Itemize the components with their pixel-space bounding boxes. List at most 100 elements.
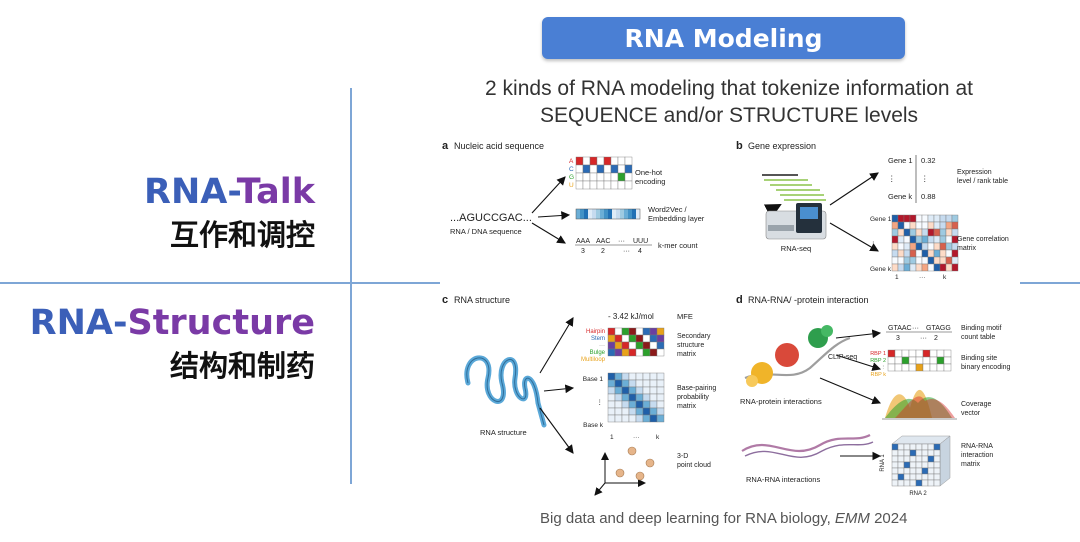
rbp-cell — [887, 349, 896, 358]
onehot-cell — [575, 156, 584, 166]
bp-cell — [628, 379, 637, 388]
bp-cell — [635, 393, 644, 402]
sequence-text: ...AGUCCGAC... — [450, 212, 532, 224]
rbp-cell — [943, 349, 952, 358]
kmer-count: 4 — [638, 248, 642, 255]
bp-cell — [628, 414, 637, 423]
rr-cell — [891, 479, 899, 487]
rr-matrix-label: RNA-RNA — [961, 443, 993, 450]
rr-cell — [933, 479, 941, 487]
rbp-label: binary encoding — [961, 364, 1011, 371]
bp-cell — [642, 407, 651, 416]
rr-cell — [927, 443, 935, 451]
rr-cell — [909, 461, 917, 469]
onehot-cell — [589, 156, 598, 166]
rbp-cell — [915, 356, 924, 365]
rr-cell — [921, 455, 929, 463]
correlation-cell — [897, 256, 905, 265]
onehot-cell — [582, 156, 591, 166]
correlation-cell — [915, 228, 923, 237]
rbp-cell — [908, 349, 917, 358]
motif-label: Binding motif — [961, 325, 1002, 332]
rbp-cell — [887, 363, 896, 372]
onehot-cell — [617, 164, 626, 174]
cube-y-label: RNA 1 — [880, 454, 886, 472]
gene-label: Gene k — [888, 192, 912, 201]
rr-cell — [915, 455, 923, 463]
correlation-cell — [915, 242, 923, 251]
arrow-a-onehot — [531, 176, 566, 214]
rbp-cell — [887, 356, 896, 365]
coverage-green — [885, 397, 952, 418]
panel-b-letter: b — [736, 140, 743, 152]
ss-cell — [607, 348, 616, 357]
correlation-cell — [951, 228, 959, 237]
expression-value: ⋮ — [921, 174, 929, 183]
rr-cell — [903, 455, 911, 463]
bp-cell — [614, 400, 623, 409]
ss-row-label: Hairpin — [586, 329, 605, 335]
kmer-count: 2 — [601, 248, 605, 255]
onehot-cell — [603, 164, 612, 174]
embedding-cell — [636, 209, 640, 219]
mfe-value: - 3.42 kJ/mol — [608, 312, 654, 321]
bp-cell — [635, 379, 644, 388]
embedding-cell — [624, 209, 628, 219]
bp-cell — [642, 386, 651, 395]
rr-cell — [921, 473, 929, 481]
arrow-c-pc — [539, 407, 574, 454]
correlation-cell — [909, 263, 917, 272]
ss-cell — [635, 341, 644, 350]
rr-cell — [891, 449, 899, 457]
bp-col-label: 1 — [610, 434, 614, 441]
rr-cell — [903, 449, 911, 457]
rr-cell — [909, 443, 917, 451]
rr-cell — [927, 473, 935, 481]
point-cloud-dot — [627, 446, 637, 456]
row-subtitle-talk: 互作和调控 — [169, 218, 315, 252]
onehot-cell — [589, 172, 598, 182]
bp-cell — [642, 400, 651, 409]
rr-cell — [891, 455, 899, 463]
rr-cell — [915, 467, 923, 475]
rr-cell — [891, 473, 899, 481]
embedding-cell — [604, 209, 608, 219]
bp-matrix-label: probability — [677, 394, 709, 401]
correlation-cell — [927, 263, 935, 272]
ss-matrix-label: Secondary — [677, 333, 711, 340]
kmer-count: ··· — [623, 248, 630, 255]
embedding-cell — [600, 209, 604, 219]
ss-cell — [656, 348, 665, 357]
bp-cell — [621, 414, 630, 423]
correlation-cell — [921, 214, 929, 223]
onehot-cell — [582, 180, 591, 190]
correlation-cell — [915, 235, 923, 244]
point-cloud-dot — [645, 458, 655, 468]
protein-red — [775, 343, 799, 367]
title-banner: RNA Modeling — [542, 17, 905, 59]
correlation-cell — [897, 221, 905, 230]
bp-col-label: ··· — [633, 434, 640, 441]
rr-cell — [897, 455, 905, 463]
ss-row-label: Multiloop — [581, 357, 606, 363]
ss-cell — [642, 327, 651, 336]
bp-cell — [614, 372, 623, 381]
base-label: G — [569, 174, 574, 181]
correlation-cell — [897, 249, 905, 258]
rr-cell — [891, 467, 899, 475]
ss-cell — [628, 341, 637, 350]
correlation-cell — [903, 256, 911, 265]
embedding-cell — [596, 209, 600, 219]
rr-cell — [891, 443, 899, 451]
correlation-cell — [933, 242, 941, 251]
cube-x-label: RNA 2 — [909, 491, 927, 497]
onehot-cell — [575, 180, 584, 190]
rr-cell — [933, 449, 941, 457]
correlation-cell — [945, 214, 953, 223]
rnaseq-label: RNA-seq — [781, 244, 811, 253]
rr-cell — [915, 473, 923, 481]
kmer-label: k-mer count — [658, 241, 699, 250]
rr-cell — [921, 479, 929, 487]
expression-value: 0.88 — [921, 192, 936, 201]
